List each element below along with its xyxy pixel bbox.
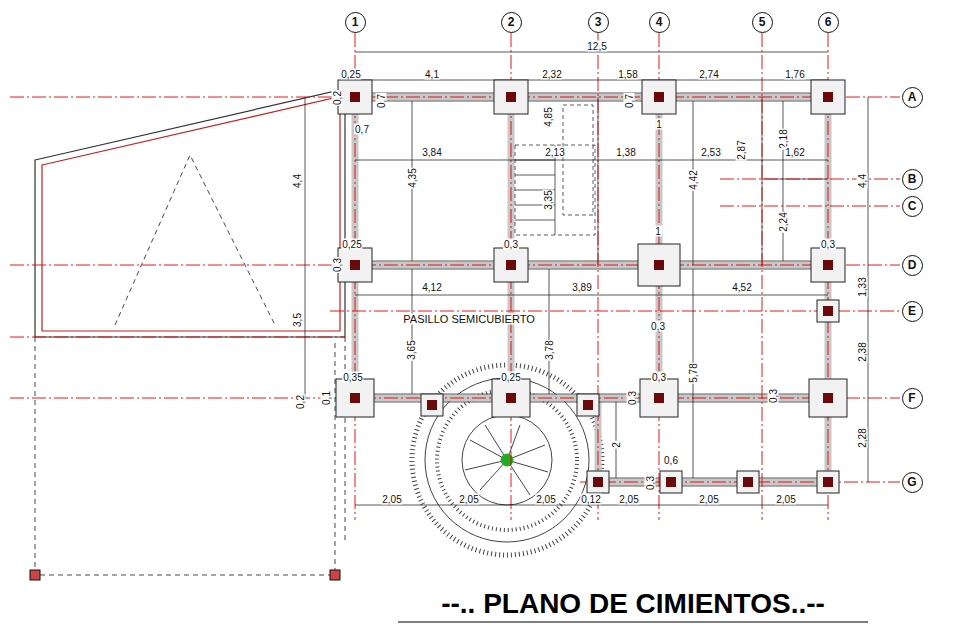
title-underline xyxy=(398,621,868,622)
drawing-title: --.. PLANO DE CIMIENTOS..-- xyxy=(441,588,825,620)
dimension-text: 0,7 xyxy=(354,124,370,135)
grid-axis-bubble: 2 xyxy=(501,12,522,33)
dimension-text: 0,25 xyxy=(500,372,521,383)
dimension-text: 4,35 xyxy=(407,167,418,188)
dimension-text: 4,12 xyxy=(421,282,442,293)
dimension-text: 4,1 xyxy=(424,69,440,80)
dimension-text: 0,3 xyxy=(650,321,666,332)
tree-symbol xyxy=(412,365,602,555)
dimension-text: 1,62 xyxy=(784,147,805,158)
grid-axis-bubble: 1 xyxy=(345,12,366,33)
dimension-text: 0,3 xyxy=(820,239,836,250)
axis-label: 5 xyxy=(759,16,766,28)
dimension-text: 2,32 xyxy=(541,69,562,80)
dimension-text: 3,84 xyxy=(421,147,442,158)
dimension-text: 2,38 xyxy=(857,341,868,362)
axis-label: 1 xyxy=(352,16,359,28)
dimension-text: 2,05 xyxy=(775,494,796,505)
dimension-text: 2,74 xyxy=(698,69,719,80)
dimension-text: 0,3 xyxy=(627,390,638,406)
axis-label: C xyxy=(908,200,917,212)
dimension-text: 4,85 xyxy=(543,106,554,127)
stair-symbol xyxy=(515,105,595,235)
dimension-text: 2,24 xyxy=(778,211,789,232)
dimension-text: 4,42 xyxy=(688,169,699,190)
dimension-text: 2,05 xyxy=(381,494,402,505)
column-footing xyxy=(336,80,847,493)
dimension-text: 0,7 xyxy=(624,93,635,109)
dimension-text: 1 xyxy=(654,226,662,237)
dimension-text: 0,1 xyxy=(321,390,332,406)
dimension-text: 5,78 xyxy=(688,362,699,383)
grid-axis-bubble: F xyxy=(902,388,923,409)
dimension-text: 1,38 xyxy=(615,147,636,158)
dimension-text: 3,89 xyxy=(571,282,592,293)
dimension-text: 12,5 xyxy=(586,41,607,52)
dimension-text: 0,3 xyxy=(651,372,667,383)
dimension-text: 0,7 xyxy=(376,93,387,109)
dimension-text: 2 xyxy=(611,441,622,449)
axis-label: B xyxy=(908,173,917,185)
small-post xyxy=(30,570,340,580)
grid-axis-bubble: C xyxy=(902,196,923,217)
axis-label: G xyxy=(907,476,916,488)
dimension-text: 0,35 xyxy=(342,372,363,383)
grid-axis-bubble: B xyxy=(902,169,923,190)
dimension-text: 1,58 xyxy=(617,69,638,80)
dimension-text: 3,65 xyxy=(406,339,417,360)
dimension-text: 4,4 xyxy=(857,173,868,189)
dimension-text: 2,05 xyxy=(698,494,719,505)
axis-label: 6 xyxy=(825,16,832,28)
dimension-text: 0,3 xyxy=(645,475,656,491)
dimension-text: 0,2 xyxy=(295,394,306,410)
dimension-text: 0,25 xyxy=(340,69,361,80)
grid-axis-bubble: D xyxy=(902,255,923,276)
wall-edge xyxy=(355,93,828,486)
axis-label: 2 xyxy=(508,16,515,28)
grid-axis-bubble: 3 xyxy=(588,12,609,33)
axis-label: E xyxy=(908,305,916,317)
foundation-wall xyxy=(355,97,828,482)
dimension-text: 2,13 xyxy=(544,147,565,158)
grid-axis-bubble: 4 xyxy=(649,12,670,33)
grid-axis-bubble: E xyxy=(902,301,923,322)
dimension-text: 1,33 xyxy=(857,276,868,297)
dimension-text: 2,05 xyxy=(535,494,556,505)
axis-label: D xyxy=(908,259,917,271)
dimension-text: 4,52 xyxy=(731,282,752,293)
roof-dashed-lines xyxy=(35,155,345,575)
dimension-text: 2,28 xyxy=(857,427,868,448)
axis-label: 3 xyxy=(595,16,602,28)
dimension-text: 0,25 xyxy=(341,239,362,250)
grid-axis-bubble: 6 xyxy=(818,12,839,33)
dimension-text: 0,3 xyxy=(503,239,519,250)
axis-label: 4 xyxy=(656,16,663,28)
roof-outline xyxy=(35,90,345,337)
dimension-text: 2,05 xyxy=(618,494,639,505)
dimension-text: 3,78 xyxy=(544,339,555,360)
area-label: PASILLO SEMICUBIERTO xyxy=(402,314,535,325)
axis-label: F xyxy=(908,392,915,404)
grid-axis-bubble: A xyxy=(902,87,923,108)
dimension-text: 0,3 xyxy=(332,257,343,273)
dimension-text: 1 xyxy=(655,119,663,130)
dimension-text: 1,76 xyxy=(784,69,805,80)
dimension-text: 0,2 xyxy=(332,90,343,106)
dimension-text: 0,6 xyxy=(663,455,679,466)
axis-label: A xyxy=(908,91,917,103)
grid-axis-bubble: G xyxy=(902,472,923,493)
dimension-text: 0,12 xyxy=(580,494,601,505)
dimension-text: 3,35 xyxy=(543,189,554,210)
dimension-text: 4,4 xyxy=(292,173,303,189)
dimension-text: 3,5 xyxy=(292,312,303,328)
grid-axis-bubble: 5 xyxy=(752,12,773,33)
dimension-text: 2,05 xyxy=(458,494,479,505)
dimension-text: 2,53 xyxy=(700,147,721,158)
grid-axis-line xyxy=(10,33,900,520)
dimension-text: 2,87 xyxy=(736,139,747,160)
dimension-text: 0,3 xyxy=(768,388,779,404)
dimension-line xyxy=(305,52,868,505)
